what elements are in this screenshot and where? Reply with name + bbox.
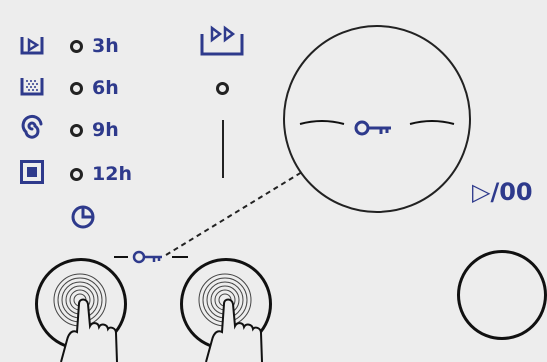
rinse-indicator bbox=[216, 82, 229, 95]
delay-3h-label: 3h bbox=[92, 35, 119, 57]
delay-9h-label: 9h bbox=[92, 119, 119, 141]
filled-square-icon bbox=[20, 160, 44, 184]
spiral-icon bbox=[20, 117, 44, 141]
play-in-tray-icon bbox=[20, 35, 44, 57]
start-pause-button[interactable] bbox=[457, 250, 547, 340]
lock-key-icon bbox=[112, 248, 190, 266]
delay-12h-label: 12h bbox=[92, 163, 132, 185]
delay-3h-indicator bbox=[70, 40, 83, 53]
start-pause-label: ▷/00 bbox=[472, 178, 533, 206]
delay-12h-indicator bbox=[70, 168, 83, 181]
delay-9h-indicator bbox=[70, 124, 83, 137]
finger-middle-icon bbox=[200, 292, 280, 362]
steam-dots-icon bbox=[20, 76, 44, 98]
delay-6h-label: 6h bbox=[92, 77, 119, 99]
pie-timer-icon bbox=[70, 204, 96, 230]
key-icon bbox=[353, 118, 397, 138]
finger-left-icon bbox=[55, 292, 135, 362]
double-play-in-tray-icon bbox=[199, 24, 245, 58]
separator-line bbox=[222, 120, 224, 178]
delay-6h-indicator bbox=[70, 82, 83, 95]
